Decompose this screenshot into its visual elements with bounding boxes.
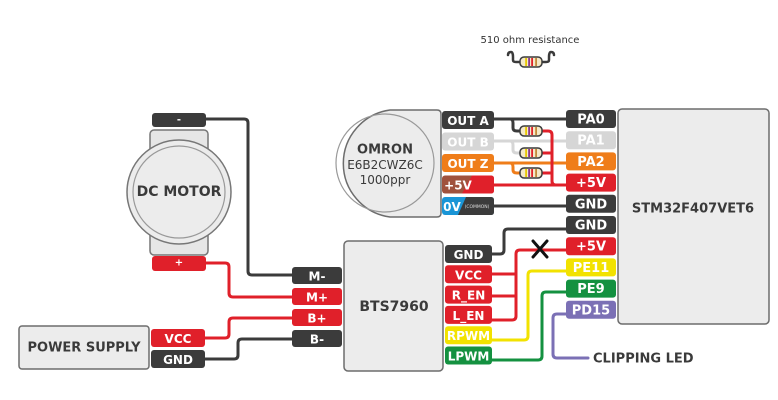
wire-psu-gnd	[203, 337, 294, 361]
power-pin-vcc: VCC	[151, 329, 205, 347]
driver-pin-lpwm-label: LPWM	[448, 350, 490, 364]
encoder-pin-2: OUT Z	[442, 154, 494, 172]
mcu-pin-pe9-8-label: PE9	[577, 282, 604, 297]
driver-pin-vcc: VCC	[445, 265, 492, 284]
driver-pin-1-label: M+	[306, 291, 328, 305]
driver-pin-rpwm-label: RPWM	[447, 329, 490, 343]
wire-out-a-branch	[508, 117, 522, 133]
mcu-pin-pa2-2-label: PA2	[577, 155, 604, 170]
driver-pin-r_en: R_EN	[445, 285, 492, 304]
resistor-legend-label: 510 ohm resistance	[481, 35, 580, 46]
driver-pin-lpwm: LPWM	[445, 346, 492, 365]
mcu: STM32F407VET6	[617, 108, 770, 325]
mcu-pin-pa0-0-label: PA0	[577, 113, 604, 128]
power-supply: POWER SUPPLY	[18, 325, 150, 370]
mcu-pin-pa1-1: PA1	[566, 131, 616, 150]
mcu-pin-gnd-4: GND	[566, 194, 616, 213]
motor-neg-pin	[152, 113, 206, 127]
mcu-pin-pe11-7-label: PE11	[573, 261, 610, 276]
cross-mark-icon	[531, 239, 549, 259]
motor-pos-label: +	[175, 258, 183, 269]
resistor-legend-body	[519, 56, 543, 68]
driver-pin-3-label: B-	[310, 333, 324, 347]
power-supply-label: POWER SUPPLY	[28, 341, 142, 356]
mcu-pin-plus5v-6: +5V	[566, 237, 616, 256]
wire-clipping-led	[551, 312, 590, 360]
encoder-pin-0v-sub: (COMMON)	[465, 204, 490, 210]
driver-pin-gnd: GND	[445, 245, 492, 263]
driver-pin-0-label: M-	[309, 270, 326, 284]
mcu-pin-pa1-1-label: PA1	[577, 134, 604, 149]
driver-pin-3: B-	[292, 330, 342, 347]
resistor-icon	[519, 167, 543, 179]
mcu-pin-gnd-4-label: GND	[575, 197, 608, 212]
encoder-pin-1-label: OUT B	[447, 136, 488, 150]
power-pin-gnd: GND	[151, 350, 205, 368]
encoder-model: E6B2CWZ6C	[347, 158, 423, 172]
encoder: OMRON E6B2CWZ6C 1000ppr	[335, 109, 442, 218]
mcu-pin-gnd-5-label: GND	[575, 219, 608, 234]
mcu-pin-plus5v-6-label: +5V	[576, 240, 606, 255]
encoder-pin-3-label: +5V	[444, 179, 472, 193]
driver-pin-l_en-label: L_EN	[453, 309, 485, 324]
mcu-pin-pa0-0: PA0	[566, 110, 616, 128]
driver-pin-r_en-label: R_EN	[452, 289, 485, 304]
wire-psu-vcc	[203, 316, 294, 340]
resistor-icon	[519, 147, 543, 159]
mcu-pin-plus5v-3-label: +5V	[576, 176, 606, 191]
mcu-pin-pd15-9: PD15	[566, 300, 616, 319]
encoder-pin-0: OUT A	[442, 111, 494, 129]
motor-neg-label: -	[177, 115, 181, 126]
wire-resistor-pullup	[540, 129, 558, 187]
encoder-pin-1: OUT B	[442, 132, 494, 151]
power-pin-gnd-label: GND	[163, 353, 193, 367]
wire-out-b-branch	[508, 139, 522, 155]
resistor-icon	[519, 125, 543, 137]
encoder-pin-0-label: OUT A	[447, 114, 489, 128]
mcu-label: STM32F407VET6	[632, 202, 754, 217]
wire-driver-gnd	[490, 227, 568, 256]
driver-label: BTS7960	[359, 299, 429, 315]
motor-label: DC MOTOR	[137, 184, 222, 200]
mcu-pin-pd15-9-label: PD15	[572, 303, 610, 318]
mcu-pin-pe9-8: PE9	[566, 279, 616, 298]
encoder-pin-3: +5V	[442, 175, 494, 194]
encoder-brand: OMRON	[357, 143, 413, 158]
driver-pin-l_en: L_EN	[445, 305, 492, 324]
resistor-legend-icon	[506, 50, 556, 68]
driver-pin-1: M+	[292, 288, 342, 305]
motor-driver: BTS7960	[343, 240, 444, 372]
encoder-pin-4-label: 0V	[443, 200, 461, 214]
driver-pin-gnd-label: GND	[454, 248, 484, 262]
clipping-led-label: CLIPPING LED	[593, 352, 694, 367]
wire-driver-5v	[490, 248, 568, 322]
wire-lpwm	[490, 290, 568, 362]
motor-pos-pin	[152, 256, 206, 271]
power-pin-vcc-label: VCC	[165, 332, 192, 346]
encoder-pin-2-label: OUT Z	[447, 157, 488, 171]
mcu-pin-gnd-5: GND	[566, 216, 616, 234]
driver-pin-2: B+	[292, 309, 342, 326]
wire-rpwm	[490, 269, 568, 342]
dc-motor: - DC MOTOR +	[126, 113, 232, 271]
mcu-pin-pe11-7: PE11	[566, 258, 616, 277]
mcu-pin-pa2-2: PA2	[566, 152, 616, 171]
wire-motor-neg	[204, 117, 294, 277]
wire-motor-pos	[204, 261, 294, 299]
driver-pin-rpwm: RPWM	[445, 326, 492, 345]
driver-pin-2-label: B+	[307, 312, 326, 326]
encoder-pin-4: 0V (COMMON)	[442, 197, 494, 215]
encoder-resolution: 1000ppr	[360, 173, 411, 187]
mcu-pin-plus5v-3: +5V	[566, 173, 616, 192]
wire-out-z-branch	[508, 161, 522, 175]
driver-pin-0: M-	[292, 267, 342, 284]
driver-pin-vcc-label: VCC	[455, 268, 482, 282]
